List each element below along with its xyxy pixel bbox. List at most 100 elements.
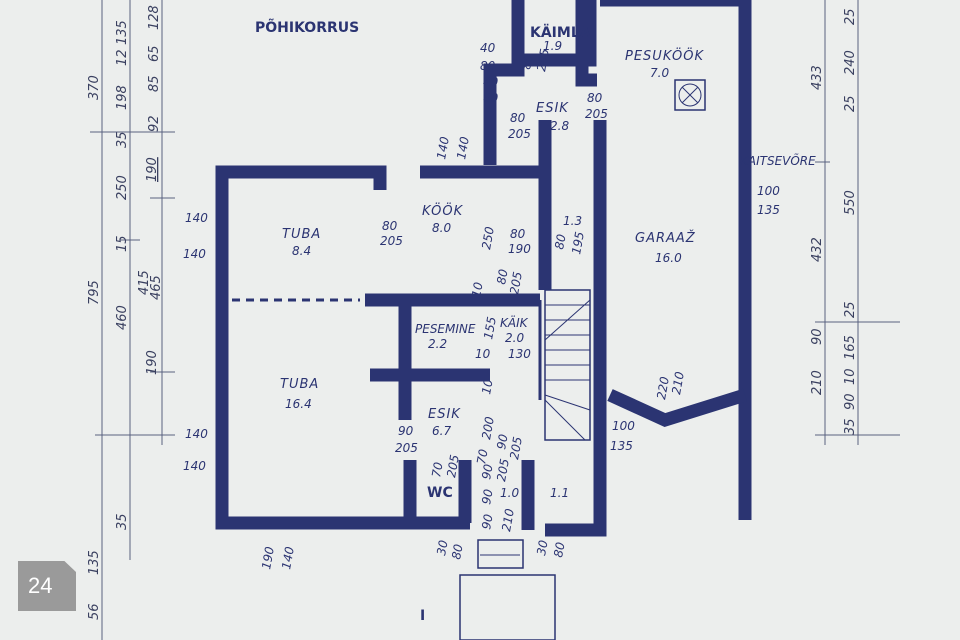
opening-dim: 10: [469, 281, 486, 299]
left-dimension-labels: 370 795 135 56 135 12 198 35 250 15 460 …: [87, 5, 164, 620]
room-tuba-small-name: TUBA: [282, 227, 321, 242]
opening-dimensions: 40 80 40 80 80 205 80 205 80 205 140 140…: [183, 41, 780, 571]
dim-label: 460: [115, 305, 130, 330]
opening-dim: 195: [569, 231, 587, 256]
kaitsevore-label: KAITSEVÕRE: [740, 153, 816, 168]
walls: [215, 0, 752, 537]
opening-dim: 210: [499, 507, 517, 532]
dim-label: 432: [810, 237, 825, 262]
opening-dim: 155: [481, 316, 499, 341]
dim-label: 35: [843, 418, 858, 435]
dim-label: 35: [115, 513, 130, 530]
opening-dim: 10: [475, 347, 491, 361]
room-garaaz-area: 16.0: [655, 251, 682, 265]
opening-dim: 80: [552, 233, 569, 251]
dim-label: 90: [810, 328, 825, 345]
room-kaik-area: 2.0: [505, 331, 524, 345]
opening-dim: 220: [654, 375, 672, 400]
opening-dim: 40: [483, 75, 499, 89]
floor-title: PÕHIKORRUS: [255, 18, 359, 36]
opening-dim: 90: [479, 463, 496, 481]
room-labels: KÄIMLA 1.9 PESUKÖÖK 7.0 ESIK 2.8 KÖÖK 8.…: [280, 24, 816, 624]
dim-label: 370: [87, 75, 102, 100]
opening-dim: 90: [479, 513, 496, 531]
opening-dim: 80: [519, 53, 536, 71]
dim-label: 65: [147, 45, 162, 62]
opening-dim: 135: [610, 439, 633, 453]
dim-label: 56: [87, 603, 102, 620]
opening-dim: 80: [449, 543, 466, 561]
room-esik-main-area: 6.7: [432, 424, 451, 438]
opening-dim: 90: [494, 433, 511, 451]
opening-dim: 80: [551, 541, 568, 559]
room-tuba-large-name: TUBA: [280, 377, 319, 392]
opening-dim: 30: [434, 539, 451, 557]
dim-label: 135: [115, 20, 130, 45]
opening-dim: 135: [757, 203, 780, 217]
opening-dim: 40: [480, 41, 496, 55]
room-kook-name: KÖÖK: [422, 202, 464, 219]
room-esik-top-area: 2.8: [550, 119, 569, 133]
room-tuba-large-area: 16.4: [285, 397, 312, 411]
staircase: [544, 289, 591, 441]
room-garaaz-name: GARAAŽ: [635, 230, 696, 246]
dim-label: 165: [843, 335, 858, 360]
room-small-area: 1.3: [563, 214, 582, 228]
opening-dim: 140: [185, 427, 208, 441]
opening-dim: 190: [259, 545, 277, 570]
opening-dim: 80: [587, 91, 603, 105]
dim-label: 15: [115, 235, 130, 252]
section-mark: I: [420, 608, 425, 624]
left-dimension-lines: [90, 0, 175, 640]
dim-label: 465: [149, 275, 164, 300]
entrance-steps: [459, 539, 556, 640]
opening-dim: 80: [483, 91, 499, 105]
opening-dim: 100: [612, 419, 635, 433]
opening-dim: 205: [494, 458, 512, 483]
dim-label: 25: [843, 8, 858, 25]
opening-dim: 10: [479, 378, 496, 396]
opening-dim: 140: [183, 459, 206, 473]
dim-label: 240: [843, 50, 858, 75]
stove-icon: [674, 79, 706, 111]
opening-dim: 140: [279, 545, 297, 570]
dim-label: 190: [145, 157, 160, 182]
opening-dim: 140: [434, 135, 452, 160]
right-dimension-labels: 433 432 90 210 25 240 25 550 25 165 10 9…: [810, 8, 858, 435]
dim-label: 85: [147, 75, 162, 92]
opening-dim: 70: [474, 448, 491, 466]
opening-dim: 190: [508, 242, 531, 256]
dim-label: 25: [843, 95, 858, 112]
opening-dim: 90: [479, 488, 496, 506]
room-esik-top-name: ESIK: [536, 101, 569, 116]
opening-dim: 205: [380, 234, 403, 248]
dim-label: 90: [843, 393, 858, 410]
room-pesemine-area: 2.2: [428, 337, 447, 351]
opening-dim: 205: [444, 454, 462, 479]
room-kaimla-name: KÄIMLA: [530, 24, 591, 41]
opening-dim: 210: [669, 370, 687, 395]
dim-label: 433: [810, 65, 825, 90]
dim-label: 25: [843, 301, 858, 318]
opening-dim: 205: [507, 271, 525, 296]
opening-dim: 70: [429, 461, 446, 479]
room-kaik-name: KÄIK: [500, 315, 529, 330]
opening-dim: 205: [585, 107, 608, 121]
dim-label: 92: [147, 115, 162, 132]
room-closet-b-area: 1.1: [550, 486, 569, 500]
opening-dim: 250: [479, 225, 497, 250]
dim-label: 35: [115, 131, 130, 148]
room-pesemine-name: PESEMINE: [415, 322, 476, 336]
room-wc-name: WC: [427, 485, 453, 501]
opening-dim: 205: [507, 436, 525, 461]
opening-dim: 30: [534, 539, 551, 557]
opening-dim: 205: [534, 48, 552, 73]
room-kook-area: 8.0: [432, 221, 451, 235]
dim-label: 250: [115, 175, 130, 200]
opening-dim: 200: [479, 415, 497, 440]
room-pesukook-area: 7.0: [650, 66, 669, 80]
opening-dim: 205: [508, 127, 531, 141]
room-esik-main-name: ESIK: [428, 407, 461, 422]
opening-dim: 140: [185, 211, 208, 225]
